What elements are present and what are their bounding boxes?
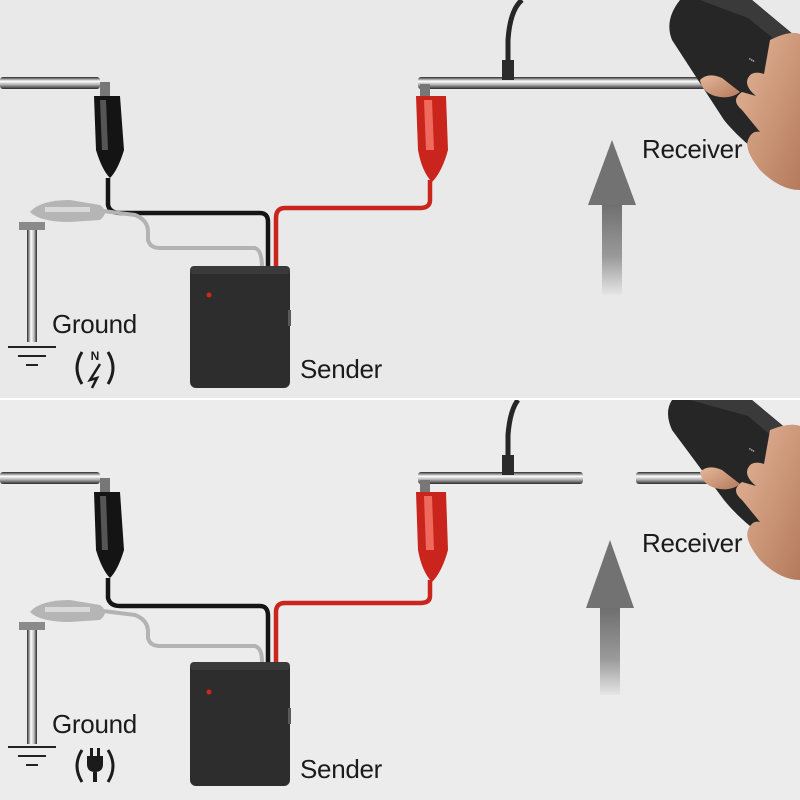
panel-plug-mode: ▪▪▪ Ground Sender Receiver: [0, 400, 800, 800]
diagram-bottom: ▪▪▪ Ground Sender Receiver: [0, 400, 800, 786]
black-lead-wire: [105, 178, 271, 268]
signal-arrow-up-icon: [586, 540, 634, 695]
diagram-top: ▪▪▪ N Ground Sender Receiver: [0, 0, 800, 389]
sender-device: [190, 662, 291, 786]
ground-rod: [27, 226, 37, 342]
left-conductor-wire: [0, 472, 100, 484]
black-lead-wire: [105, 578, 271, 662]
svg-text:N: N: [91, 349, 100, 363]
black-alligator-clip: [94, 478, 124, 578]
ground-symbol-icon: [8, 346, 56, 366]
signal-arrow-up-icon: [588, 140, 636, 295]
sender-label: Sender: [300, 754, 383, 784]
receiver-label: Receiver: [642, 134, 743, 164]
ground-rod: [27, 626, 37, 744]
ground-symbol-icon: [8, 746, 56, 766]
panel-non-contact-mode: ▪▪▪ N Ground Sender Receiver: [0, 0, 800, 400]
hand: [700, 424, 800, 580]
gray-alligator-clip: [30, 200, 105, 222]
sender-label: Sender: [300, 354, 383, 384]
right-conductor-wire: [418, 472, 583, 484]
ground-label: Ground: [52, 709, 137, 739]
sender-led-indicator: [206, 292, 212, 298]
red-alligator-clip: [416, 84, 448, 182]
red-lead-wire: [273, 180, 433, 268]
hand: [700, 32, 800, 190]
ground-label: Ground: [52, 309, 137, 339]
gray-ground-lead-wire: [94, 208, 264, 269]
non-contact-voltage-icon: N: [75, 349, 115, 389]
gray-alligator-clip: [30, 600, 105, 622]
gray-ground-lead-wire: [94, 608, 264, 663]
right-conductor-wire: [418, 77, 708, 89]
outlet-plug-icon: [75, 748, 115, 783]
gooseneck-probe: [505, 400, 521, 472]
sender-device: [190, 266, 291, 388]
red-lead-wire: [273, 580, 433, 662]
svg-text:▪▪▪: ▪▪▪: [747, 447, 756, 455]
left-conductor-wire: [0, 77, 100, 89]
black-alligator-clip: [94, 82, 124, 178]
svg-text:▪▪▪: ▪▪▪: [747, 57, 756, 65]
red-alligator-clip: [416, 480, 448, 582]
receiver-label: Receiver: [642, 528, 743, 558]
gooseneck-probe: [505, 0, 524, 77]
sender-led-indicator: [206, 689, 212, 695]
